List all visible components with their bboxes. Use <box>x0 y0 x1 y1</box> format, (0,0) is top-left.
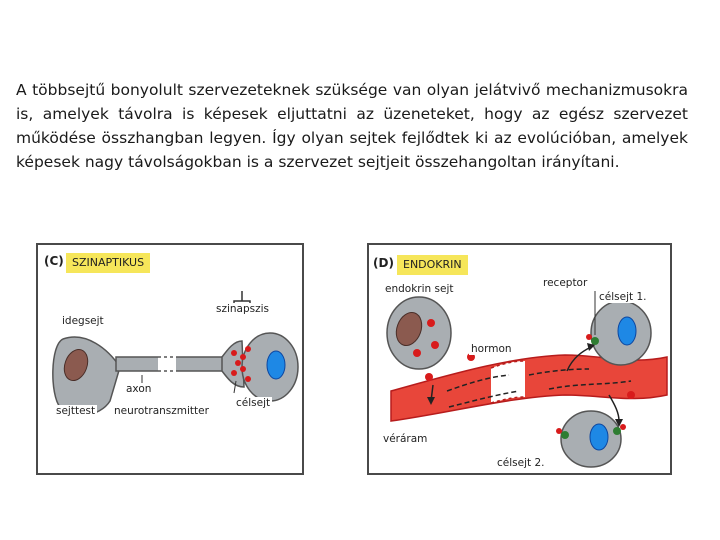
target-nucleus-1 <box>617 316 637 346</box>
label-axon: axon <box>124 383 154 395</box>
label-endocrine-cell: endokrin sejt <box>383 283 456 295</box>
panel-c-tag: (C) <box>44 254 64 268</box>
synaptic-diagram <box>52 291 299 417</box>
label-target-cell-1: célsejt 1. <box>597 291 649 303</box>
neuron-cell-body <box>52 336 121 417</box>
endocrine-nucleus <box>395 312 423 346</box>
label-receptor: receptor <box>541 277 590 289</box>
arrow-to-target-2 <box>608 394 620 422</box>
receptor-marks <box>561 337 621 439</box>
intro-paragraph: A többsejtű bonyolult szervezeteknek szü… <box>16 81 688 171</box>
label-bloodstream: véráram <box>381 433 430 445</box>
panel-d-tag: (D) <box>373 256 394 270</box>
label-neurotransmitter: neurotranszmitter <box>112 405 211 417</box>
panel-d-title: ENDOKRIN <box>397 255 468 275</box>
target-nucleus-2 <box>589 423 609 451</box>
label-hormone: hormon <box>469 343 514 355</box>
neuron-nucleus <box>63 349 89 381</box>
label-target-cell: célsejt <box>234 397 273 409</box>
label-neuron: idegsejt <box>60 315 106 327</box>
axon-terminal <box>221 340 245 388</box>
endocrine-panel: (D) ENDOKRIN endokrin sejt receptor céls… <box>367 243 672 475</box>
label-synapse: szinapszis <box>214 303 272 315</box>
panel-c-title: SZINAPTIKUS <box>66 253 151 273</box>
endocrine-diagram <box>386 291 668 468</box>
target-nucleus <box>266 350 286 380</box>
label-target-cell-2: célsejt 2. <box>495 457 547 469</box>
neurotransmitter-dots <box>231 346 251 382</box>
label-cell-body: sejttest <box>54 405 98 417</box>
synaptic-panel: (C) SZINAPTIKUS szinapszis idegsejt axon… <box>36 243 304 475</box>
